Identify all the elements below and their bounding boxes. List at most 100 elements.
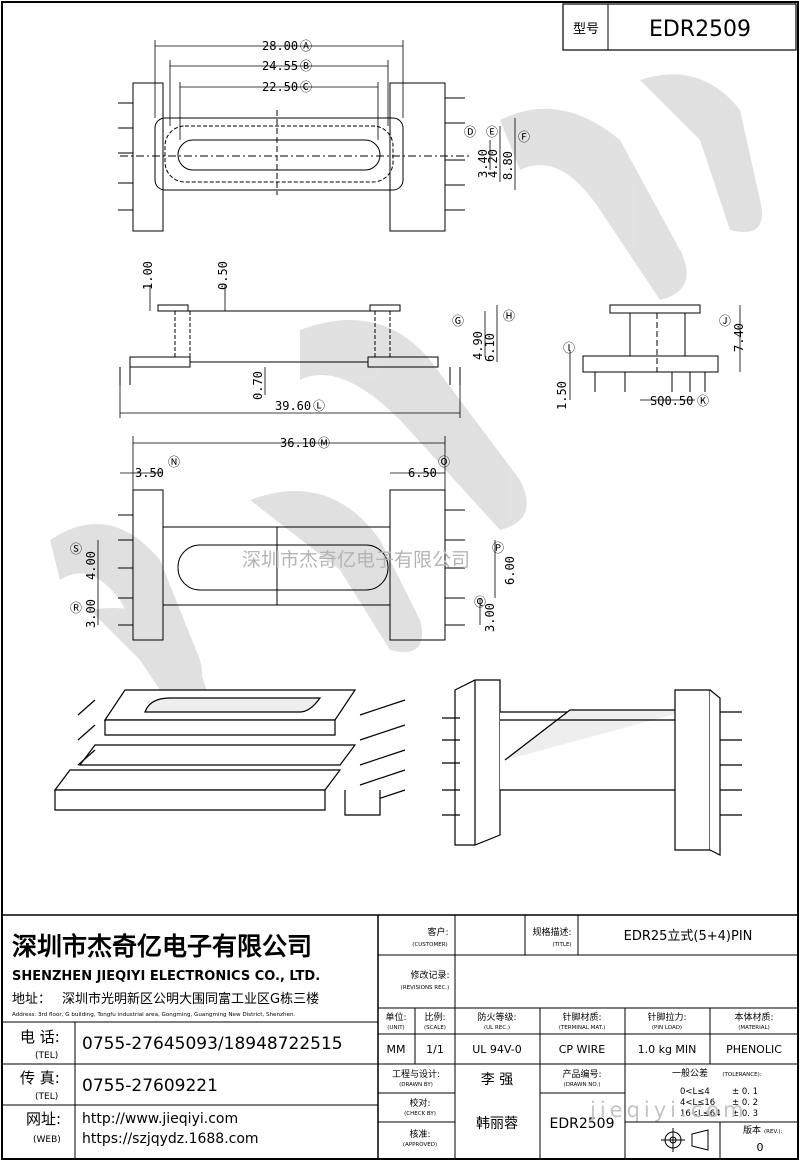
drawno-label: 产品编号: — [562, 1068, 601, 1080]
dim-F: 8.80 — [501, 151, 515, 180]
dim-N: 3.50 — [135, 466, 164, 480]
model-label: 型号 — [573, 22, 599, 37]
dim-M: 36.10 — [280, 436, 316, 450]
tol3-range: 16<L≤64 — [680, 1109, 721, 1119]
dim-G-tag: Ⓖ — [452, 314, 464, 328]
approved-sub: (APPROVED) — [403, 1142, 437, 1148]
dim-R-tag: Ⓡ — [70, 601, 82, 615]
tol2-range: 4<L≤16 — [680, 1098, 715, 1108]
ul-sub: (UL REC.) — [484, 1025, 510, 1031]
revision-label: 修改记录: — [410, 969, 449, 981]
dim-base-t: 0.70 — [251, 371, 265, 400]
scale-sub: (SCALE) — [424, 1025, 446, 1031]
version-sub: (REV.): — [764, 1129, 782, 1135]
dim-D-tag: Ⓓ — [464, 125, 476, 139]
tol3-value: ± 0. 3 — [732, 1109, 758, 1119]
pinmat-label: 针脚材质: — [562, 1011, 601, 1023]
material-sub: (MATERIAL) — [738, 1025, 769, 1031]
watermark-url: jieqiyi.com — [589, 1098, 748, 1122]
dim-P-tag: Ⓟ — [492, 541, 504, 555]
tol1-value: ± 0. 1 — [732, 1087, 758, 1097]
dim-E: 4.20 — [486, 149, 500, 178]
pinload-sub: (PIN LOAD) — [652, 1025, 682, 1031]
dim-G: 4.90 — [471, 331, 485, 360]
dim-A: 28.00 — [262, 39, 298, 53]
dim-C-tag: Ⓒ — [300, 80, 312, 94]
spec-label: 规格描述: — [532, 926, 571, 938]
web-label: 网址: — [26, 1110, 61, 1128]
scale-value: 1/1 — [426, 1043, 444, 1056]
tel-label: 电 话: — [20, 1028, 60, 1046]
isometric-view-left — [53, 689, 406, 816]
drawno-value: EDR2509 — [550, 1116, 615, 1132]
dim-N-tag: Ⓝ — [168, 455, 180, 469]
dim-S-tag: Ⓢ — [70, 542, 82, 556]
dim-R: 3.00 — [84, 599, 98, 628]
web-sub: (WEB) — [33, 1135, 61, 1145]
fax-sub: (TEL) — [35, 1092, 58, 1102]
dim-F-tag: Ⓕ — [518, 130, 530, 144]
side-view-dims — [569, 305, 741, 401]
dim-K: SQ0.50 — [650, 394, 693, 408]
approved-value: 韩丽蓉 — [476, 1116, 518, 1132]
pinload-label: 针脚拉力: — [647, 1011, 686, 1023]
fax-value: 0755-27609221 — [82, 1076, 218, 1096]
address-en: Address: 3rd floor, G building, Tongfu i… — [12, 1012, 296, 1018]
material-label: 本体材质: — [734, 1011, 773, 1023]
tel-value: 0755-27645093/18948722515 — [82, 1034, 343, 1054]
model-number: EDR2509 — [649, 17, 751, 42]
version-label: 版本 — [743, 1124, 761, 1136]
tolerance-sub: (TOLERANCE): — [722, 1072, 761, 1078]
dim-O-tag: Ⓞ — [438, 455, 450, 469]
ul-value: UL 94V-0 — [472, 1043, 522, 1056]
unit-value: MM — [387, 1043, 406, 1056]
ul-label: 防火等级: — [477, 1011, 516, 1023]
dim-O: 6.50 — [408, 466, 437, 480]
dim-J: 7.40 — [732, 323, 746, 352]
check-sub: (CHECK BY) — [404, 1111, 436, 1117]
unit-label: 单位: — [385, 1011, 406, 1023]
address-cn: 深圳市光明新区公明大围同富工业区G栋三楼 — [62, 991, 319, 1007]
dim-top-gap: 1.00 — [141, 261, 155, 290]
dim-H-tag: Ⓗ — [503, 309, 515, 323]
top-view-dims — [154, 40, 516, 190]
dim-S: 4.00 — [84, 551, 98, 580]
isometric-view-right — [442, 679, 742, 856]
dim-A-tag: Ⓐ — [300, 39, 312, 53]
dim-Q: 3.00 — [483, 603, 497, 632]
pinmat-sub: (TERMINAL MAT.) — [559, 1025, 606, 1031]
watermark-text: 深圳市杰奇亿电子有限公司 — [242, 549, 470, 571]
tolerance-label: 一般公差 — [672, 1067, 708, 1079]
dim-Q-tag: Ⓠ — [474, 595, 486, 609]
bottom-view — [118, 489, 465, 641]
unit-sub: (UNIT) — [387, 1025, 404, 1031]
drawn-label: 工程与设计: — [392, 1068, 440, 1080]
model-header: 型号 EDR2509 — [562, 3, 797, 51]
tel-sub: (TEL) — [35, 1051, 58, 1061]
web-link-1[interactable]: http://www.jieqiyi.com — [82, 1111, 238, 1127]
version-value: 0 — [757, 1141, 764, 1154]
fax-label: 传 真: — [20, 1069, 60, 1087]
address-label: 地址： — [12, 992, 51, 1007]
bottom-view-dims — [97, 436, 496, 625]
side-view — [582, 304, 719, 392]
dim-M-tag: Ⓜ — [318, 436, 330, 450]
approved-label: 核准: — [409, 1128, 430, 1140]
tol1-range: 0<L≤4 — [680, 1087, 710, 1097]
drawn-value: 李 强 — [481, 1072, 513, 1088]
dim-I: 1.50 — [555, 381, 569, 410]
company-name-en: SHENZHEN JIEQIYI ELECTRONICS CO., LTD. — [12, 969, 320, 984]
dim-B: 24.55 — [262, 59, 298, 73]
pinload-value: 1.0 kg MIN — [638, 1043, 697, 1056]
dim-J-tag: Ⓙ — [719, 314, 731, 328]
dim-H: 6.10 — [483, 333, 497, 362]
drawn-sub: (DRAWN BY) — [399, 1082, 433, 1088]
web-link-2[interactable]: https://szjqydz.1688.com — [82, 1131, 259, 1147]
customer-sub: (CUSTOMER) — [412, 942, 447, 948]
revision-sub: (REVISIONS REC.) — [401, 985, 450, 991]
material-value: PHENOLIC — [726, 1043, 782, 1056]
dim-P: 6.00 — [503, 556, 517, 585]
dim-K-tag: Ⓚ — [697, 394, 709, 408]
